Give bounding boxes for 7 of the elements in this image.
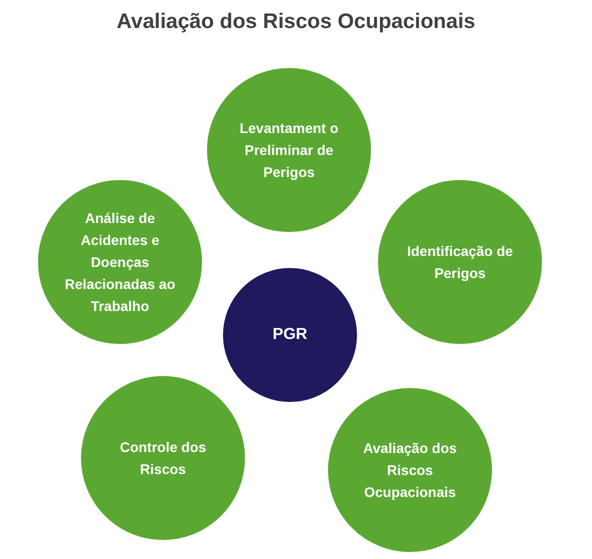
node-label: Controle dos Riscos <box>118 438 208 479</box>
diagram-title: Avaliação dos Riscos Ocupacionais <box>116 10 476 34</box>
node-label: Análise de Acidentes e Doenças Relacionadas ao Trabalho <box>64 209 176 316</box>
node-label: Levantament o Preliminar de Perigos <box>239 119 339 182</box>
node-label: PGR <box>272 325 308 345</box>
node-label: Identificação de Perigos <box>406 242 514 283</box>
node-label: Avaliação dos Riscos Ocupacionais <box>362 439 458 502</box>
